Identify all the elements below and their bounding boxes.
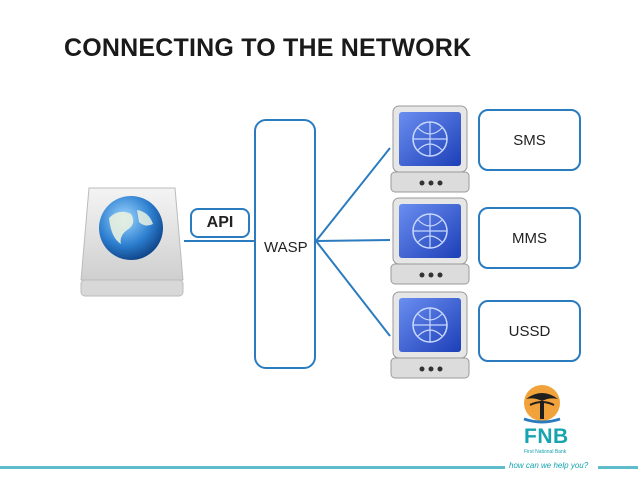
wasp-box: WASP	[254, 119, 316, 369]
service-box-ussd: USSD	[478, 300, 581, 362]
api-label: API	[206, 214, 234, 231]
footer-bar-left	[0, 466, 505, 469]
fnb-logo-subtext: First National Bank	[524, 449, 567, 455]
tagline: how can we help you?	[509, 461, 589, 470]
fnb-logo-text: FNB	[524, 425, 569, 448]
server-icon	[390, 291, 470, 379]
globe-drive-icon	[80, 187, 184, 297]
server-icon	[390, 197, 470, 285]
wasp-label: WASP	[264, 239, 308, 256]
fnb-tree-logo-icon	[523, 385, 561, 424]
service-box-mms: MMS	[478, 207, 581, 269]
api-label-box: API	[190, 208, 250, 238]
footer-bar-right	[598, 466, 638, 469]
service-label: MMS	[512, 229, 547, 247]
service-label: USSD	[508, 322, 551, 340]
slide-title: CONNECTING TO THE NETWORK	[64, 34, 472, 62]
server-icon	[390, 105, 470, 193]
service-label: SMS	[513, 131, 546, 149]
service-box-sms: SMS	[478, 109, 581, 171]
